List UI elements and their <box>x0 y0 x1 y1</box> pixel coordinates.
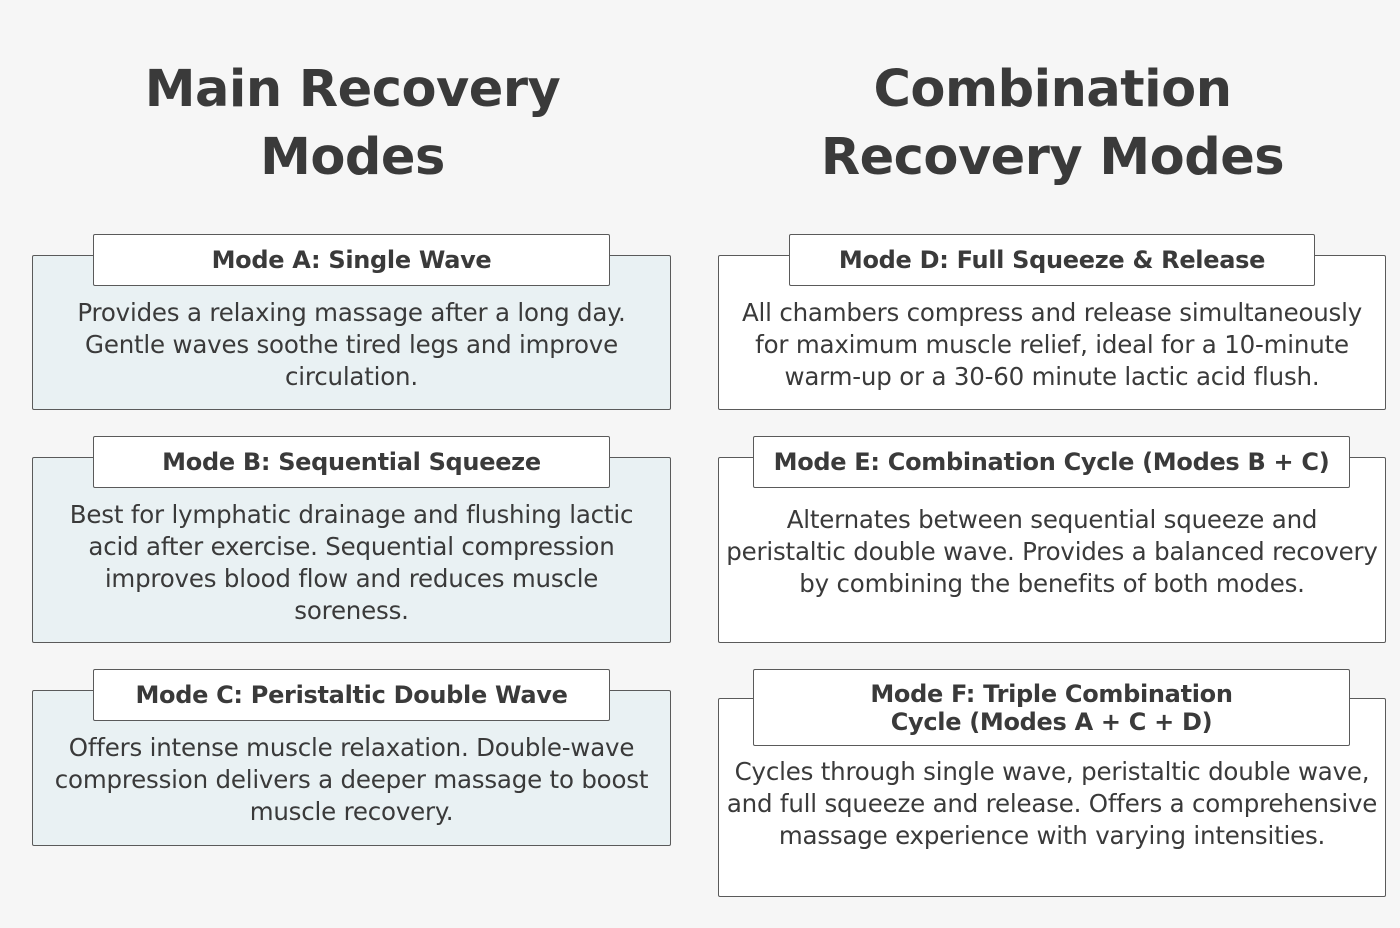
combination-modes-heading: Combination Recovery Modes <box>820 60 1285 187</box>
mode-b-description: Best for lymphatic drainage and flushing… <box>69 500 634 625</box>
mode-b-title: Mode B: Sequential Squeeze <box>93 436 610 488</box>
mode-c-title: Mode C: Peristaltic Double Wave <box>93 669 610 721</box>
mode-e-card <box>718 457 1386 643</box>
mode-c-description: Offers intense muscle relaxation. Double… <box>54 733 649 826</box>
mode-f-description: Cycles through single wave, peristaltic … <box>726 757 1378 850</box>
main-modes-heading: Main Recovery Modes <box>144 60 561 187</box>
mode-f-title: Mode F: Triple Combination Cycle (Modes … <box>753 669 1350 746</box>
mode-e-description: Alternates between sequential squeeze an… <box>726 505 1378 598</box>
mode-d-title: Mode D: Full Squeeze & Release <box>789 234 1315 286</box>
mode-b-card <box>32 457 671 643</box>
mode-d-description: All chambers compress and release simult… <box>741 298 1363 391</box>
mode-e-title: Mode E: Combination Cycle (Modes B + C) <box>753 436 1350 488</box>
mode-a-description: Provides a relaxing massage after a long… <box>77 298 626 391</box>
mode-a-title: Mode A: Single Wave <box>93 234 610 286</box>
